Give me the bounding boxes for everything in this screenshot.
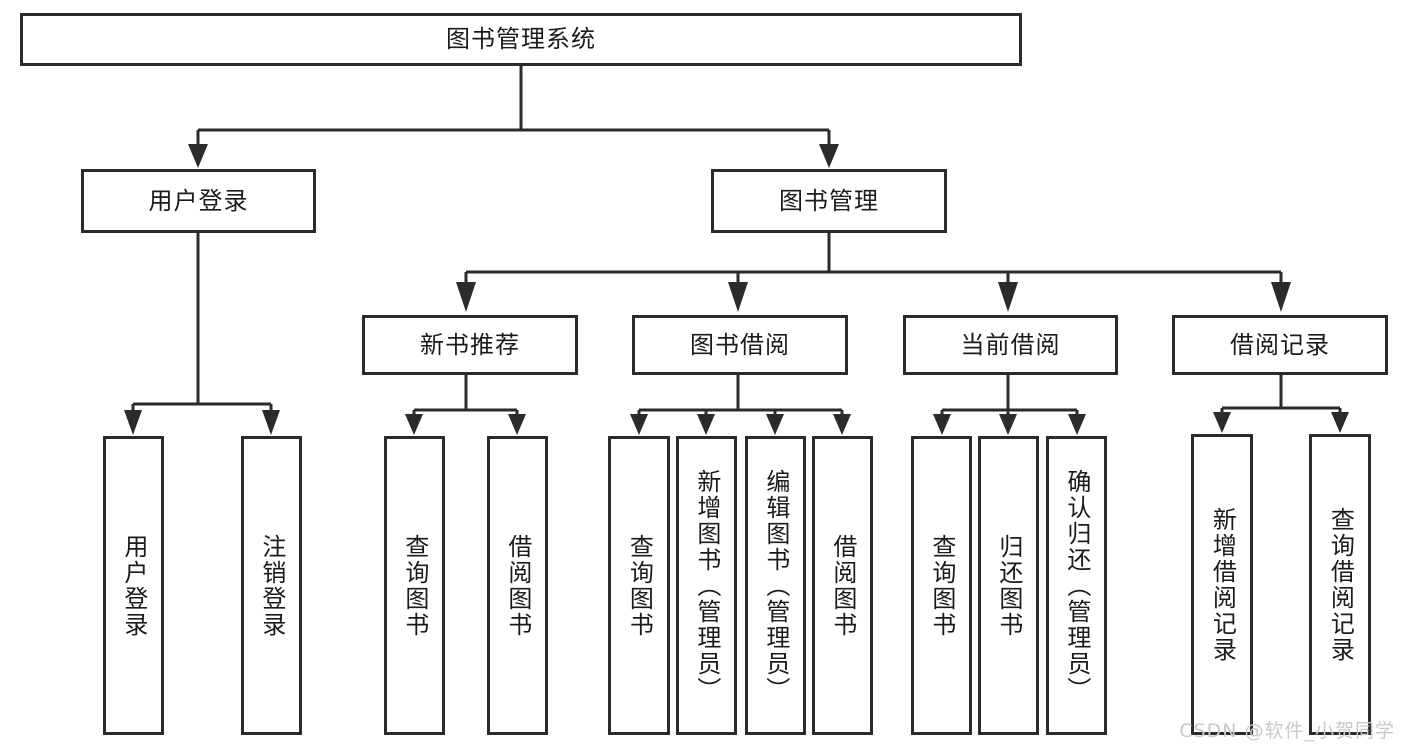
node-label: 图书管理系统	[446, 25, 596, 54]
leaf-label: 查询借阅记录	[1326, 506, 1355, 663]
leaf-label: 查询图书	[927, 533, 956, 638]
arrowhead-currentborrow-leaf-1	[933, 414, 951, 435]
arrowhead-borrowrecord-leaf-2	[1331, 412, 1349, 433]
leaf-label: 确认归还（管理员）	[1062, 468, 1091, 703]
node-label: 当前借阅	[960, 330, 1061, 359]
arrowhead-currentborrow-leaf-2	[999, 414, 1017, 435]
node-current-borrow[interactable]: 当前借阅	[903, 315, 1118, 375]
node-label: 图书借阅	[690, 330, 790, 359]
arrowhead-leaf-logout	[262, 410, 280, 435]
csdn-watermark: CSDN @软件_小贺同学	[1179, 720, 1395, 742]
arrowhead-bookborrow-leaf-1	[630, 414, 648, 435]
leaf-label: 新增图书（管理员）	[692, 468, 721, 703]
arrowhead-recommend-leaf-1	[405, 414, 423, 435]
node-label: 图书管理	[779, 186, 879, 215]
leaf-record-query-borrow-record[interactable]: 查询借阅记录	[1309, 434, 1371, 735]
node-label: 新书推荐	[420, 330, 520, 359]
leaf-label: 编辑图书（管理员）	[761, 468, 790, 703]
arrowhead-user-login	[188, 144, 208, 168]
arrowhead-bookborrow-leaf-2	[697, 414, 715, 435]
node-label: 借阅记录	[1230, 330, 1330, 359]
leaf-label: 查询图书	[625, 533, 654, 638]
leaf-borrow-borrow-book[interactable]: 借阅图书	[812, 436, 873, 735]
leaf-label: 借阅图书	[828, 533, 857, 638]
leaf-borrow-add-book-admin[interactable]: 新增图书（管理员）	[676, 436, 737, 735]
leaf-label: 注销登录	[257, 533, 286, 638]
leaf-borrow-query-book[interactable]: 查询图书	[608, 436, 670, 735]
leaf-current-return-book[interactable]: 归还图书	[978, 436, 1039, 735]
arrowhead-book-manage	[819, 144, 839, 168]
arrowhead-book-borrow	[728, 282, 748, 312]
arrowhead-borrow-record	[1271, 282, 1291, 312]
leaf-label: 新增借阅记录	[1208, 506, 1237, 663]
arrowhead-bookborrow-leaf-3	[766, 414, 784, 435]
arrowhead-currentborrow-leaf-3	[1068, 414, 1086, 435]
arrowhead-current-borrow	[998, 282, 1018, 312]
leaf-current-query-book[interactable]: 查询图书	[911, 436, 972, 735]
leaf-label: 查询图书	[400, 533, 429, 638]
node-user-login[interactable]: 用户登录	[81, 169, 316, 233]
arrowhead-borrowrecord-leaf-1	[1213, 412, 1231, 433]
arrowhead-bookborrow-leaf-4	[833, 414, 851, 435]
node-book-management[interactable]: 图书管理	[711, 169, 947, 233]
leaf-user-login[interactable]: 用户登录	[103, 436, 164, 735]
arrowhead-leaf-user-login	[124, 410, 142, 435]
leaf-borrow-edit-book-admin[interactable]: 编辑图书（管理员）	[745, 436, 806, 735]
node-new-book-recommend[interactable]: 新书推荐	[362, 315, 578, 375]
leaf-label: 用户登录	[119, 533, 148, 638]
leaf-label: 借阅图书	[503, 533, 532, 638]
node-borrow-record[interactable]: 借阅记录	[1172, 315, 1388, 375]
leaf-recommend-borrow-book[interactable]: 借阅图书	[487, 436, 548, 735]
leaf-current-confirm-return-admin[interactable]: 确认归还（管理员）	[1046, 436, 1107, 735]
node-root-book-management-system[interactable]: 图书管理系统	[20, 13, 1022, 66]
leaf-logout[interactable]: 注销登录	[241, 436, 302, 735]
arrowhead-recommend-leaf-2	[508, 414, 526, 435]
leaf-label: 归还图书	[994, 533, 1023, 638]
leaf-record-add-borrow-record[interactable]: 新增借阅记录	[1191, 434, 1253, 735]
node-label: 用户登录	[148, 186, 249, 215]
leaf-recommend-query-book[interactable]: 查询图书	[384, 436, 445, 735]
node-book-borrow[interactable]: 图书借阅	[632, 315, 848, 375]
arrowhead-new-book-recommend	[456, 282, 476, 312]
